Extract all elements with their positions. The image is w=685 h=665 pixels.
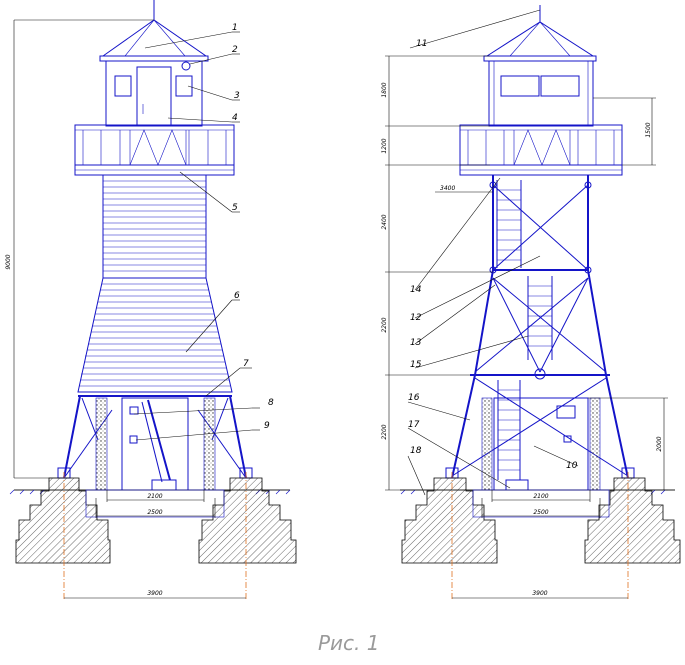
dim-right-rail-height: 1500 (645, 122, 652, 137)
right-window-right (540, 75, 580, 97)
callout-2: 2 (232, 45, 238, 55)
left-leg-a (63, 395, 81, 479)
dim-right-lower-section: 2200 (381, 424, 388, 439)
right-balcony (459, 124, 623, 166)
left-leg-b (229, 395, 247, 479)
left-lower-shaft (77, 277, 233, 393)
left-wall-a (95, 397, 108, 491)
right-foundation-a (401, 477, 498, 564)
callout-9: 9 (264, 421, 270, 431)
left-wall-b (203, 397, 216, 491)
right-leg-low-a (451, 374, 476, 479)
callout-5: 5 (232, 203, 238, 213)
callout-11: 11 (416, 39, 427, 49)
callout-14: 14 (410, 285, 422, 295)
callout-6: 6 (234, 291, 240, 301)
left-cabin-window-left (114, 75, 132, 97)
callout-17: 17 (408, 420, 420, 430)
dim-right-inner-width: 2100 (533, 493, 548, 500)
callout-labels: 1 2 3 4 5 6 7 8 9 10 11 12 13 14 15 16 1… (232, 23, 578, 471)
callout-10: 10 (566, 461, 578, 471)
right-leg-mid-a (474, 269, 494, 376)
leader-lines (133, 9, 579, 496)
dim-right-level: 3400 (440, 185, 455, 192)
right-roof (485, 21, 595, 57)
right-cabin (488, 60, 594, 127)
dim-left-foundation-span: 3900 (147, 590, 162, 597)
callout-15: 15 (410, 360, 422, 370)
dim-left-inner-width: 2100 (147, 493, 162, 500)
callout-3: 3 (234, 91, 240, 101)
callout-13: 13 (410, 338, 422, 348)
callout-8: 8 (268, 398, 274, 408)
right-leg-mid-b (587, 269, 607, 376)
dimension-lines (13, 19, 668, 599)
dim-right-door-height: 2000 (656, 436, 663, 451)
callout-12: 12 (410, 313, 422, 323)
dim-right-cabin-height: 1800 (381, 82, 388, 97)
right-foundation-b (584, 477, 681, 564)
left-lamp-circle (181, 61, 191, 71)
left-elevation (9, 0, 297, 600)
left-foundation-b (198, 477, 297, 564)
callout-7: 7 (243, 359, 249, 369)
figure-caption: Рис. 1 (318, 631, 380, 655)
left-upper-siding (103, 180, 206, 272)
right-leg-low-b (605, 374, 629, 479)
dim-left-outer-width: 2500 (147, 509, 162, 516)
right-window-left (500, 75, 540, 97)
callout-18: 18 (410, 446, 422, 456)
callout-4: 4 (232, 113, 238, 123)
left-roof (101, 19, 208, 57)
right-inner-hut (493, 397, 589, 491)
dim-right-upper-section: 2400 (381, 214, 388, 229)
dim-right-foundation-span: 3900 (532, 590, 547, 597)
left-cabin-door (136, 66, 172, 127)
dim-right-middle-section: 2200 (381, 317, 388, 332)
dimension-values: 9000 2100 2500 3900 1800 1200 2400 2200 … (5, 82, 663, 597)
left-upper-shaft (102, 174, 207, 279)
dim-left-total-height: 9000 (5, 254, 12, 269)
left-foundation-a (15, 477, 111, 564)
dim-right-deck-height: 1200 (381, 138, 388, 153)
callout-1: 1 (232, 23, 238, 33)
left-cabin-window-right (175, 75, 193, 97)
left-balcony (74, 124, 235, 166)
callout-16: 16 (408, 393, 420, 403)
dim-right-outer-width: 2500 (533, 509, 548, 516)
left-lower-siding (79, 283, 230, 387)
left-roof-eave (99, 55, 209, 62)
left-cabin (105, 60, 203, 127)
right-elevation (400, 5, 681, 600)
